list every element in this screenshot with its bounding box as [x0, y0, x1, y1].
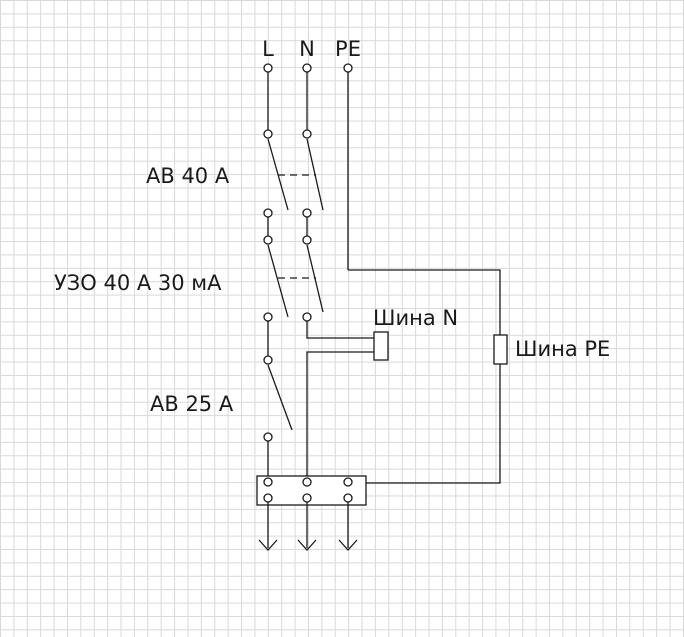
terminal-circles: [263, 63, 353, 503]
branch-breaker-symbol: [267, 364, 293, 477]
label-protective-pe: PE: [335, 37, 361, 61]
pe-bus-wiring: [355, 334, 508, 484]
pe-bus-bar: [493, 334, 508, 365]
label-branch-breaker: АВ 25 А: [150, 392, 234, 416]
n-bus-bar: [373, 331, 389, 361]
main-breaker-symbol: [267, 138, 324, 236]
label-n-bus: Шина N: [373, 306, 458, 330]
rcd-symbol: [267, 244, 324, 356]
label-phase-l: L: [262, 37, 274, 61]
label-pe-bus: Шина PE: [515, 337, 610, 361]
output-arrows: [258, 539, 358, 551]
n-bus-wiring: [306, 321, 389, 477]
input-wires: [267, 72, 501, 335]
terminal-block: [256, 475, 367, 548]
label-main-breaker: АВ 40 А: [146, 164, 230, 188]
label-rcd: УЗО 40 А 30 мА: [54, 271, 222, 295]
label-neutral-n: N: [299, 37, 315, 61]
